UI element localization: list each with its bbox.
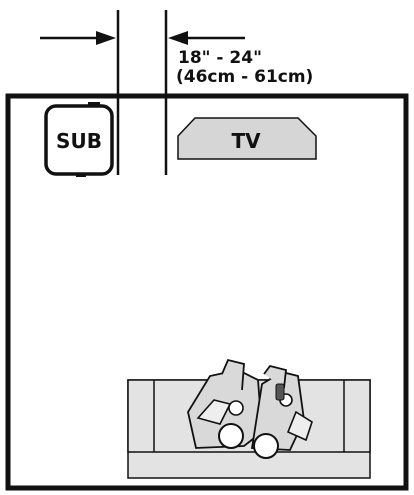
listener-head-right [253,433,279,459]
distance-label-imperial: 18" - 24" [178,48,262,68]
listener-head-left [218,423,244,449]
distance-label-metric: (46cm - 61cm) [176,67,313,87]
tv-label: TV [231,129,261,153]
subwoofer: SUB [44,102,114,177]
subwoofer-label: SUB [56,129,102,153]
tv: TV [177,117,317,160]
people-on-sofa-icon [187,358,313,459]
arrow-right-icon [40,31,116,45]
room-outline [5,93,409,491]
arrow-left-icon [168,31,245,45]
